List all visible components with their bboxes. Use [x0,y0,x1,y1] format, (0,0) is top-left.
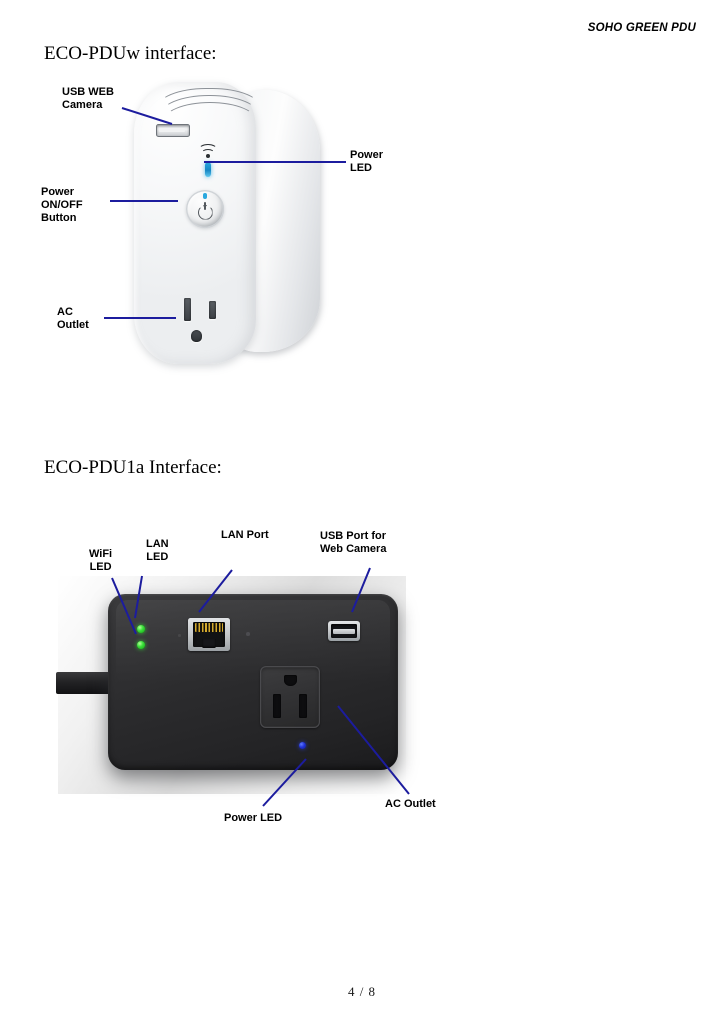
leader-line-power-button [110,200,178,202]
power-led-indicator [299,742,306,749]
ac-outlet-icon [260,666,320,728]
callout-power-led: Power LED [224,812,283,824]
callout-lan-led: LAN LED [146,538,169,563]
callout-ac-outlet: AC Outlet [57,306,89,331]
leader-line-power-led [204,161,346,163]
lan-port-icon [188,618,230,651]
panel-marking-dot [178,634,181,637]
wifi-led-indicator [137,641,145,649]
ac-outlet-icon [178,298,230,346]
figure-eco-pduw: USB WEB Camera Power LED Power ON/OFF Bu… [0,0,724,420]
page-number: 4 / 8 [347,984,377,999]
wifi-icon [198,144,218,160]
power-button-led [203,193,207,199]
section-heading-pduw: ECO-PDUw interface: [44,43,217,64]
power-symbol-icon [197,202,213,220]
device-body-pdu1a [108,594,398,770]
device-body-front [134,82,262,364]
usb-port-icon [156,124,190,137]
power-button [186,190,224,228]
lan-led-indicator [137,625,145,633]
callout-usb-web-camera: USB WEB Camera [62,86,114,111]
section-heading-pdu1a: ECO-PDU1a Interface: [44,457,222,478]
callout-usb-port: USB Port for Web Camera [320,530,387,555]
callout-power-button: Power ON/OFF Button [41,186,83,224]
callout-power-led: Power LED [350,149,384,174]
usb-port-icon [328,621,360,641]
panel-screw-dot [246,632,250,636]
leader-line-ac-outlet [104,317,176,319]
leader-line-usb-web-camera [121,107,173,125]
running-header: SOHO GREEN PDU [587,22,696,34]
callout-lan-port: LAN Port [221,529,269,541]
device-illustration-pduw [128,78,328,368]
power-led-indicator [205,162,211,177]
device-illustration-pdu1a [56,576,406,794]
callout-ac-outlet: AC Outlet [385,798,436,810]
callout-wifi-led: WiFi LED [89,548,113,573]
vent-slots [156,84,278,118]
